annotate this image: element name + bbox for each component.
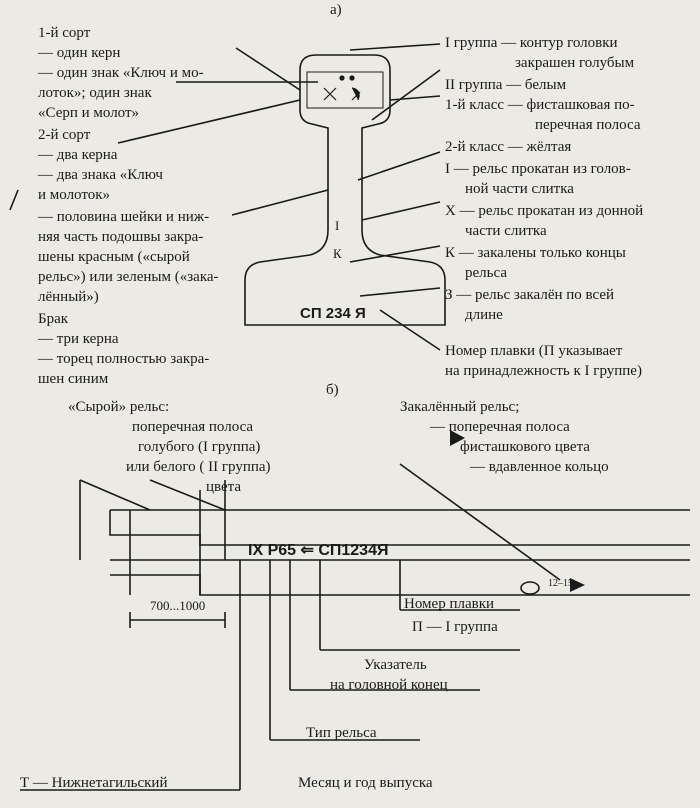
note-line: 2-й класс — жёлтая bbox=[445, 139, 572, 155]
rail-mark-k: К bbox=[333, 246, 342, 261]
note-line: 1-й класс — фисташковая по- bbox=[445, 97, 635, 113]
raw-rail-line: поперечная полоса bbox=[132, 419, 254, 435]
note-line: — один керн bbox=[38, 45, 121, 61]
note-line: шены красным («сырой bbox=[38, 249, 190, 265]
hardened-rail-line: фисташкового цвета bbox=[460, 439, 590, 455]
note-line: длине bbox=[465, 307, 503, 323]
note-line: лоток»; один знак bbox=[38, 85, 152, 101]
note-line: — торец полностью закра- bbox=[38, 351, 210, 367]
dimension-label: 700...1000 bbox=[150, 598, 206, 613]
callout-melt: Номер плавки bbox=[404, 596, 495, 612]
note-line: II группа — белым bbox=[445, 77, 567, 93]
ring-dimension: 12–15 bbox=[548, 578, 573, 589]
note-line: X — рельс прокатан из донной bbox=[445, 203, 644, 219]
callout-pointer: Указатель bbox=[364, 657, 427, 673]
label-b: б) bbox=[326, 382, 339, 398]
note-line: К — закалены только концы bbox=[445, 245, 626, 261]
raw-rail-line: или белого ( II группа) bbox=[126, 459, 271, 475]
hardened-rail-line: — вдавленное кольцо bbox=[470, 459, 609, 475]
note-line: — один знак «Ключ и мо- bbox=[38, 65, 204, 81]
note-line: рельс») или зеленым («зака- bbox=[38, 269, 219, 285]
note-line: — три керна bbox=[38, 331, 119, 347]
note-line: 2-й сорт bbox=[38, 127, 91, 143]
hardened-rail-title: Закалённый рельс; bbox=[400, 399, 520, 415]
note-line: няя часть подошвы закра- bbox=[38, 229, 204, 245]
note-line: «Серп и молот» bbox=[38, 105, 140, 121]
note-line: — два керна bbox=[38, 147, 118, 163]
raw-rail-line: цвета bbox=[206, 479, 242, 495]
note-line: части слитка bbox=[465, 223, 547, 239]
note-line: I — рельс прокатан из голов- bbox=[445, 161, 631, 177]
note-line: 1-й сорт bbox=[38, 25, 91, 41]
callout-pointer2: на головной конец bbox=[330, 677, 448, 693]
rail-code: СП 234 Я bbox=[300, 305, 366, 322]
note-line: перечная полоса bbox=[535, 117, 641, 133]
rail-head bbox=[244, 54, 446, 326]
note-line: Брак bbox=[38, 311, 69, 327]
melt-note-line2: на принадлежность к I группе) bbox=[445, 363, 642, 379]
note-line: I группа — контур головки bbox=[445, 35, 618, 51]
callout-group: П — I группа bbox=[412, 619, 498, 635]
note-line: З — рельс закалён по всей bbox=[445, 287, 615, 303]
note-line: шен синим bbox=[38, 371, 109, 387]
note-line: и молоток» bbox=[38, 187, 111, 203]
note-line: — половина шейки и ниж- bbox=[38, 209, 210, 225]
note-line: рельса bbox=[465, 265, 507, 281]
rail-stamp: IX Р65 ⇐ СП1234Я bbox=[248, 542, 389, 559]
note-line: ной части слитка bbox=[465, 181, 574, 197]
callout-type: Тип рельса bbox=[306, 725, 377, 741]
note-line: лённый») bbox=[38, 289, 99, 305]
raw-rail-line: голубого (I группа) bbox=[138, 439, 261, 455]
callout-date: Месяц и год выпуска bbox=[298, 775, 433, 791]
note-line: — два знака «Ключ bbox=[38, 167, 163, 183]
note-line: закрашен голубым bbox=[515, 55, 635, 71]
hardened-rail-line: — поперечная полоса bbox=[430, 419, 570, 435]
label-a: а) bbox=[330, 2, 342, 18]
rail-mark-i: I bbox=[335, 218, 340, 233]
melt-note-line1: Номер плавки (П указывает bbox=[445, 343, 623, 359]
raw-rail-title: «Сырой» рельс: bbox=[68, 399, 170, 415]
callout-plant: Т — Нижнетагильский bbox=[20, 775, 168, 791]
